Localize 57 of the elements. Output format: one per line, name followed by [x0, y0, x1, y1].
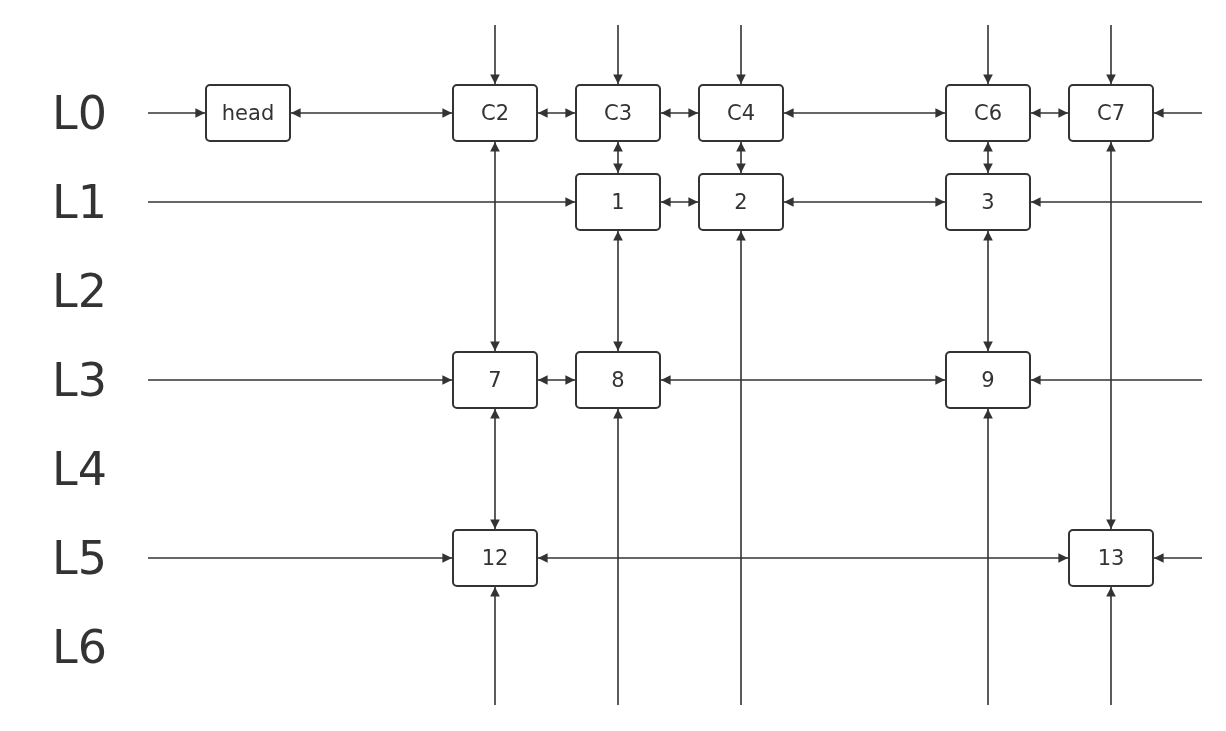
row-label: L0 [52, 90, 107, 136]
node-box: C4 [698, 84, 784, 142]
arrow [1030, 375, 1203, 385]
node-box: head [205, 84, 291, 142]
arrow [613, 408, 623, 706]
arrow [490, 408, 500, 530]
arrow [783, 108, 946, 118]
arrow [983, 230, 993, 352]
arrow [147, 553, 453, 563]
arrow [147, 197, 576, 207]
arrow [290, 108, 453, 118]
arrow [660, 197, 699, 207]
node-box: 1 [575, 173, 661, 231]
arrow [490, 586, 500, 706]
row-label: L4 [52, 446, 107, 492]
row-label: L2 [52, 268, 107, 314]
arrow [537, 108, 576, 118]
arrow [1030, 197, 1203, 207]
arrow [613, 24, 623, 85]
arrow [660, 375, 946, 385]
node-box: 12 [452, 529, 538, 587]
row-label: L5 [52, 535, 107, 581]
node-box: C7 [1068, 84, 1154, 142]
node-box: C6 [945, 84, 1031, 142]
arrow [736, 24, 746, 85]
arrow [736, 141, 746, 174]
arrow [983, 24, 993, 85]
arrow [147, 108, 206, 118]
arrow [783, 197, 946, 207]
row-label: L6 [52, 624, 107, 670]
arrow [983, 141, 993, 174]
node-box: C2 [452, 84, 538, 142]
arrow [613, 230, 623, 352]
row-label: L1 [52, 179, 107, 225]
arrow [147, 375, 453, 385]
arrow [1153, 108, 1203, 118]
node-box: 9 [945, 351, 1031, 409]
arrow [1030, 108, 1069, 118]
arrow [1106, 141, 1116, 530]
arrow [490, 141, 500, 352]
arrow [537, 375, 576, 385]
arrow [983, 408, 993, 706]
arrow [660, 108, 699, 118]
arrow [1153, 553, 1203, 563]
arrow [736, 230, 746, 706]
arrow [537, 553, 1069, 563]
node-box: C3 [575, 84, 661, 142]
node-box: 2 [698, 173, 784, 231]
node-box: 13 [1068, 529, 1154, 587]
row-label: L3 [52, 357, 107, 403]
arrow [490, 24, 500, 85]
arrow [613, 141, 623, 174]
arrow [1106, 24, 1116, 85]
arrow [1106, 586, 1116, 706]
node-box: 3 [945, 173, 1031, 231]
node-box: 7 [452, 351, 538, 409]
node-box: 8 [575, 351, 661, 409]
